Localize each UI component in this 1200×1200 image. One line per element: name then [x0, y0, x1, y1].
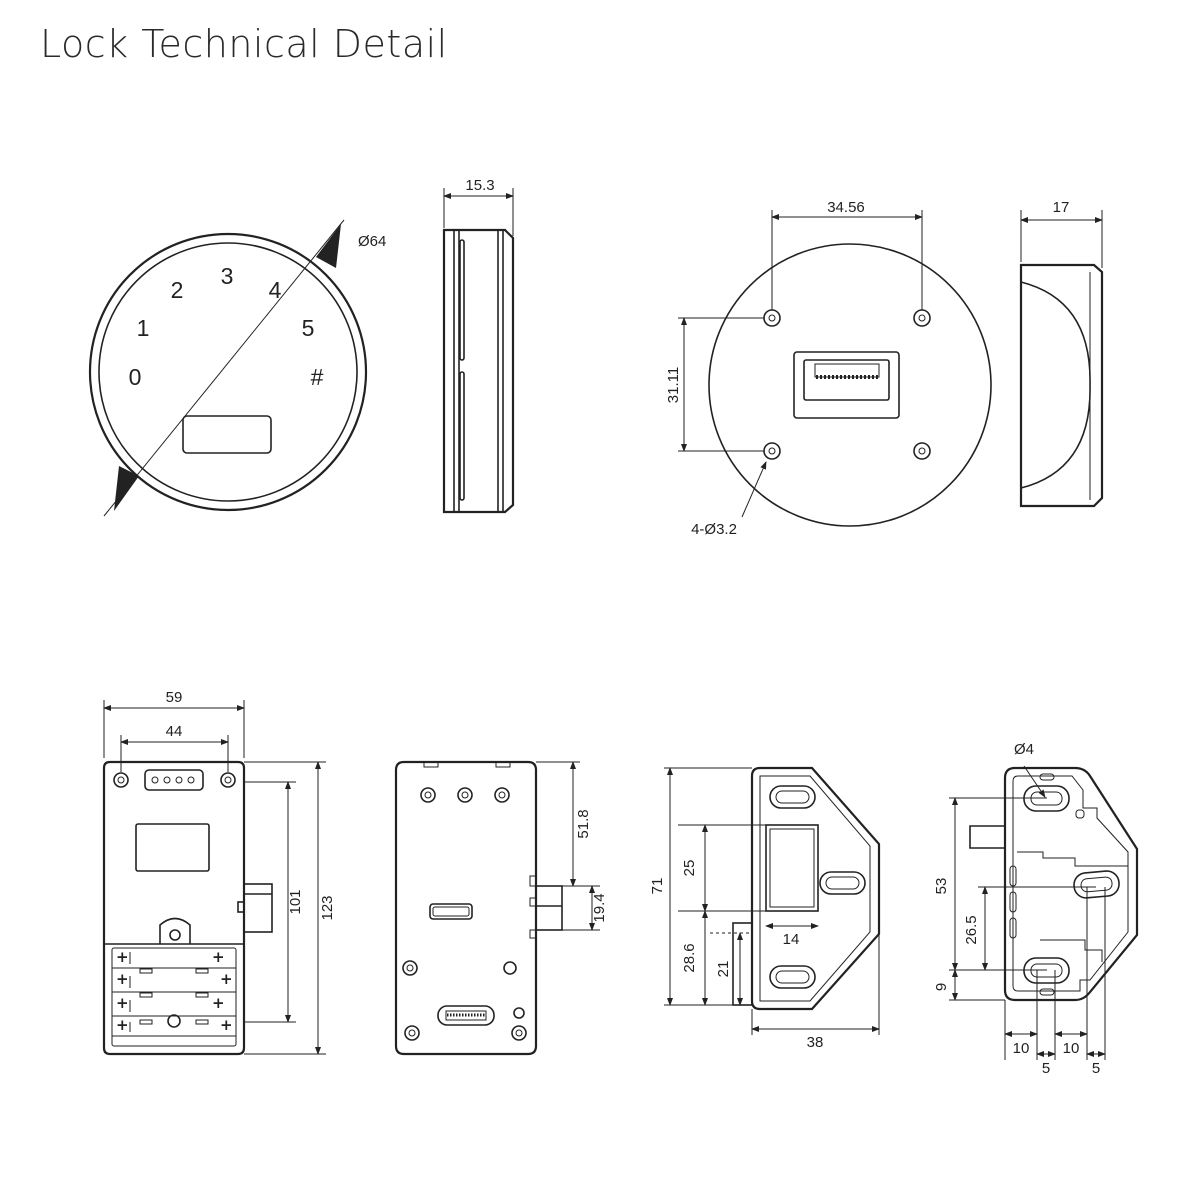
keypad-key-3: 3 [221, 263, 234, 289]
battery-latch [159, 917, 191, 944]
keypad-key-2: 2 [171, 277, 184, 303]
battery-plus-4: + [220, 970, 233, 988]
back-height-top-label: 51.8 [575, 809, 592, 838]
spacing-a-label: 10 [1013, 1040, 1030, 1057]
battery-compartment: + + + + + + + + [111, 947, 237, 1047]
keypad-inner-ring [98, 242, 358, 502]
keypad-back-view: 34.56 31.11 4-Ø3.2 [665, 199, 992, 538]
keypad-back-disc [708, 243, 992, 527]
back-side-curve [1020, 281, 1091, 489]
body-window [135, 823, 210, 872]
keypad-back-side-view: 17 [1019, 199, 1104, 508]
lower-height-label: 28.6 [681, 943, 698, 972]
keypad-front-view: 0 1 2 3 4 5 # Ø64 [88, 219, 386, 517]
strike-height-label: 71 [649, 878, 666, 895]
diameter-line [103, 219, 345, 517]
strike-width-label: 38 [807, 1034, 824, 1051]
keypad-key-1: 1 [137, 315, 150, 341]
keypad-thickness-label: 15.3 [465, 177, 494, 194]
body-width-inner-label: 44 [166, 723, 183, 740]
strike-side-height-label: 53 [933, 878, 950, 895]
bolt-back [535, 885, 563, 931]
bottom-offset-label: 9 [933, 983, 950, 991]
strike-opening [765, 824, 819, 912]
usb-port [144, 769, 204, 791]
lock-body-back-view: 51.8 19.4 [394, 760, 608, 1056]
bolt-size-label: 19.4 [591, 893, 608, 922]
connector-housing [793, 351, 900, 419]
body-height-inner-label: 101 [287, 889, 304, 914]
back-usb-port [437, 1005, 495, 1026]
battery-plus-6: + [212, 994, 225, 1012]
diameter-arrow-bottom [114, 466, 139, 511]
edge-a-label: 5 [1042, 1060, 1050, 1077]
body-width-outer-label: 59 [166, 689, 183, 706]
opening-width-label: 14 [783, 931, 800, 948]
bolt-front [243, 883, 273, 933]
keypad-side-outline [442, 228, 515, 514]
page-title: Lock Technical Detail [40, 22, 448, 66]
battery-plus-1: + [116, 948, 129, 966]
lock-body-front-view: + + + + + + + + 59 44 [102, 689, 336, 1056]
strike-plate-front-view: 71 25 28.6 21 14 38 [649, 766, 881, 1051]
back-depth-label: 17 [1053, 199, 1070, 216]
bolt-offset-label: 21 [715, 961, 732, 978]
back-side-outline [1019, 263, 1104, 508]
mid-height-label: 26.5 [963, 915, 980, 944]
battery-plus-2: + [212, 948, 225, 966]
keypad-outer-ring [88, 232, 368, 512]
battery-plus-8: + [220, 1016, 233, 1034]
holes-label: 4-Ø3.2 [691, 521, 737, 538]
body-height-total-label: 123 [319, 895, 336, 920]
spacing-b-label: 10 [1063, 1040, 1080, 1057]
keypad-key-4: 4 [269, 277, 282, 303]
hole-spacing-h-label: 34.56 [827, 199, 865, 216]
keypad-side-view: 15.3 [442, 177, 515, 514]
keypad-key-5: 5 [302, 315, 315, 341]
keypad-key-0: 0 [129, 364, 142, 390]
strike-hole-dia-label: Ø4 [1014, 741, 1034, 758]
keypad-key-hash: # [311, 364, 324, 390]
hole-spacing-v-label: 31.11 [665, 367, 682, 403]
battery-plus-5: + [116, 994, 129, 1012]
strike-side-outline [1003, 766, 1139, 1002]
battery-plus-7: + [116, 1016, 129, 1034]
opening-height-label: 25 [681, 860, 698, 877]
battery-plus-3: + [116, 970, 129, 988]
strike-plate-side-view: Ø4 53 26.5 9 10 10 5 5 [933, 741, 1139, 1077]
body-back-outline [394, 760, 538, 1056]
edge-b-label: 5 [1092, 1060, 1100, 1077]
body-front-outline [102, 760, 246, 1056]
keypad-display-window [182, 415, 272, 454]
diameter-arrow-top [316, 224, 341, 268]
diameter-label: Ø64 [358, 233, 386, 250]
